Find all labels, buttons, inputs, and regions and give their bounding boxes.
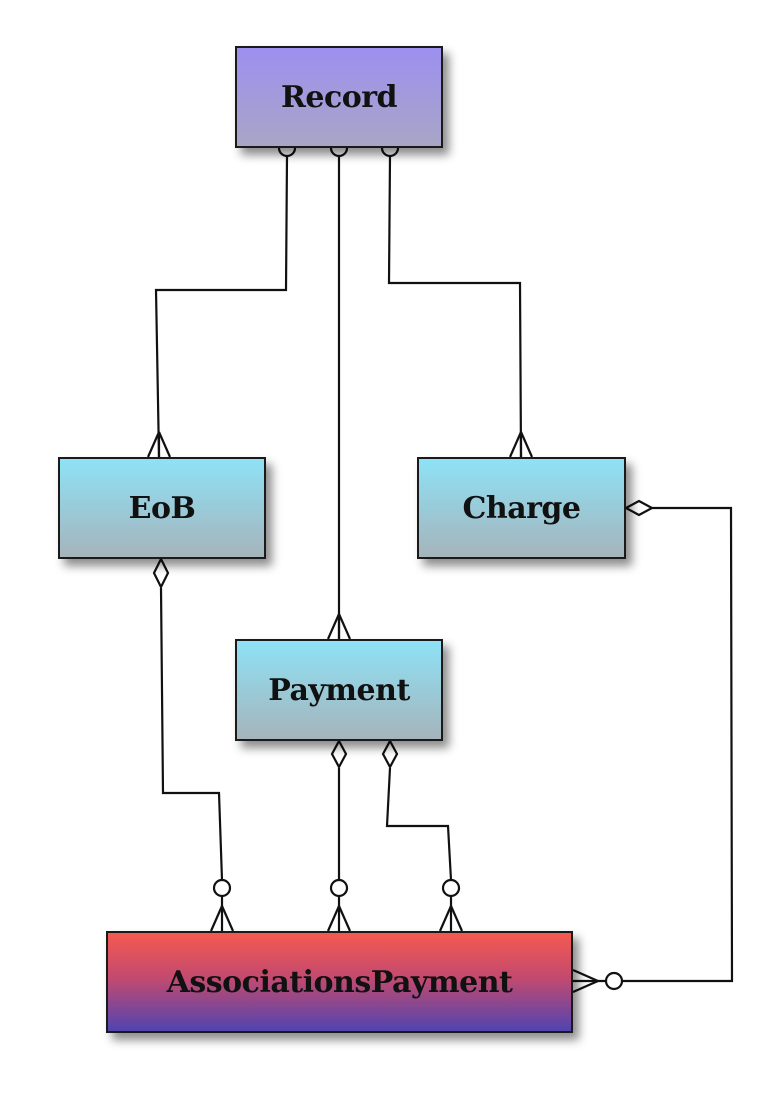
entity-label: EoB bbox=[128, 490, 196, 526]
aggregation-diamond bbox=[623, 499, 655, 517]
entity-label: AssociationsPayment bbox=[166, 964, 513, 1000]
entity-label: Charge bbox=[462, 490, 582, 526]
crows-foot-marker bbox=[572, 968, 606, 994]
aggregation-diamond bbox=[381, 738, 399, 770]
crows-foot-marker bbox=[438, 897, 464, 932]
connector-record-eob bbox=[154, 155, 289, 458]
crows-foot-marker bbox=[209, 897, 235, 932]
entity-record[interactable]: Record bbox=[235, 46, 443, 148]
aggregation-diamond bbox=[152, 556, 170, 590]
optional-marker bbox=[441, 878, 461, 898]
connector-record-charge bbox=[387, 155, 523, 458]
connector-payment-assoc-2 bbox=[385, 767, 453, 881]
crows-foot-marker bbox=[326, 897, 352, 932]
connector-charge-assoc bbox=[623, 506, 734, 983]
aggregation-diamond bbox=[330, 738, 348, 770]
crows-foot-marker bbox=[326, 613, 352, 640]
entity-associations-payment[interactable]: AssociationsPayment bbox=[106, 931, 573, 1033]
entity-payment[interactable]: Payment bbox=[235, 639, 443, 741]
crows-foot-marker bbox=[146, 431, 172, 458]
crows-foot-marker bbox=[508, 431, 534, 458]
entity-eob[interactable]: EoB bbox=[58, 457, 266, 559]
entity-charge[interactable]: Charge bbox=[417, 457, 626, 559]
optional-marker bbox=[329, 878, 349, 898]
entity-label: Record bbox=[280, 79, 398, 115]
connector-eob-assoc bbox=[159, 587, 224, 881]
optional-marker bbox=[604, 971, 624, 991]
optional-marker bbox=[212, 878, 232, 898]
entity-label: Payment bbox=[268, 672, 410, 708]
